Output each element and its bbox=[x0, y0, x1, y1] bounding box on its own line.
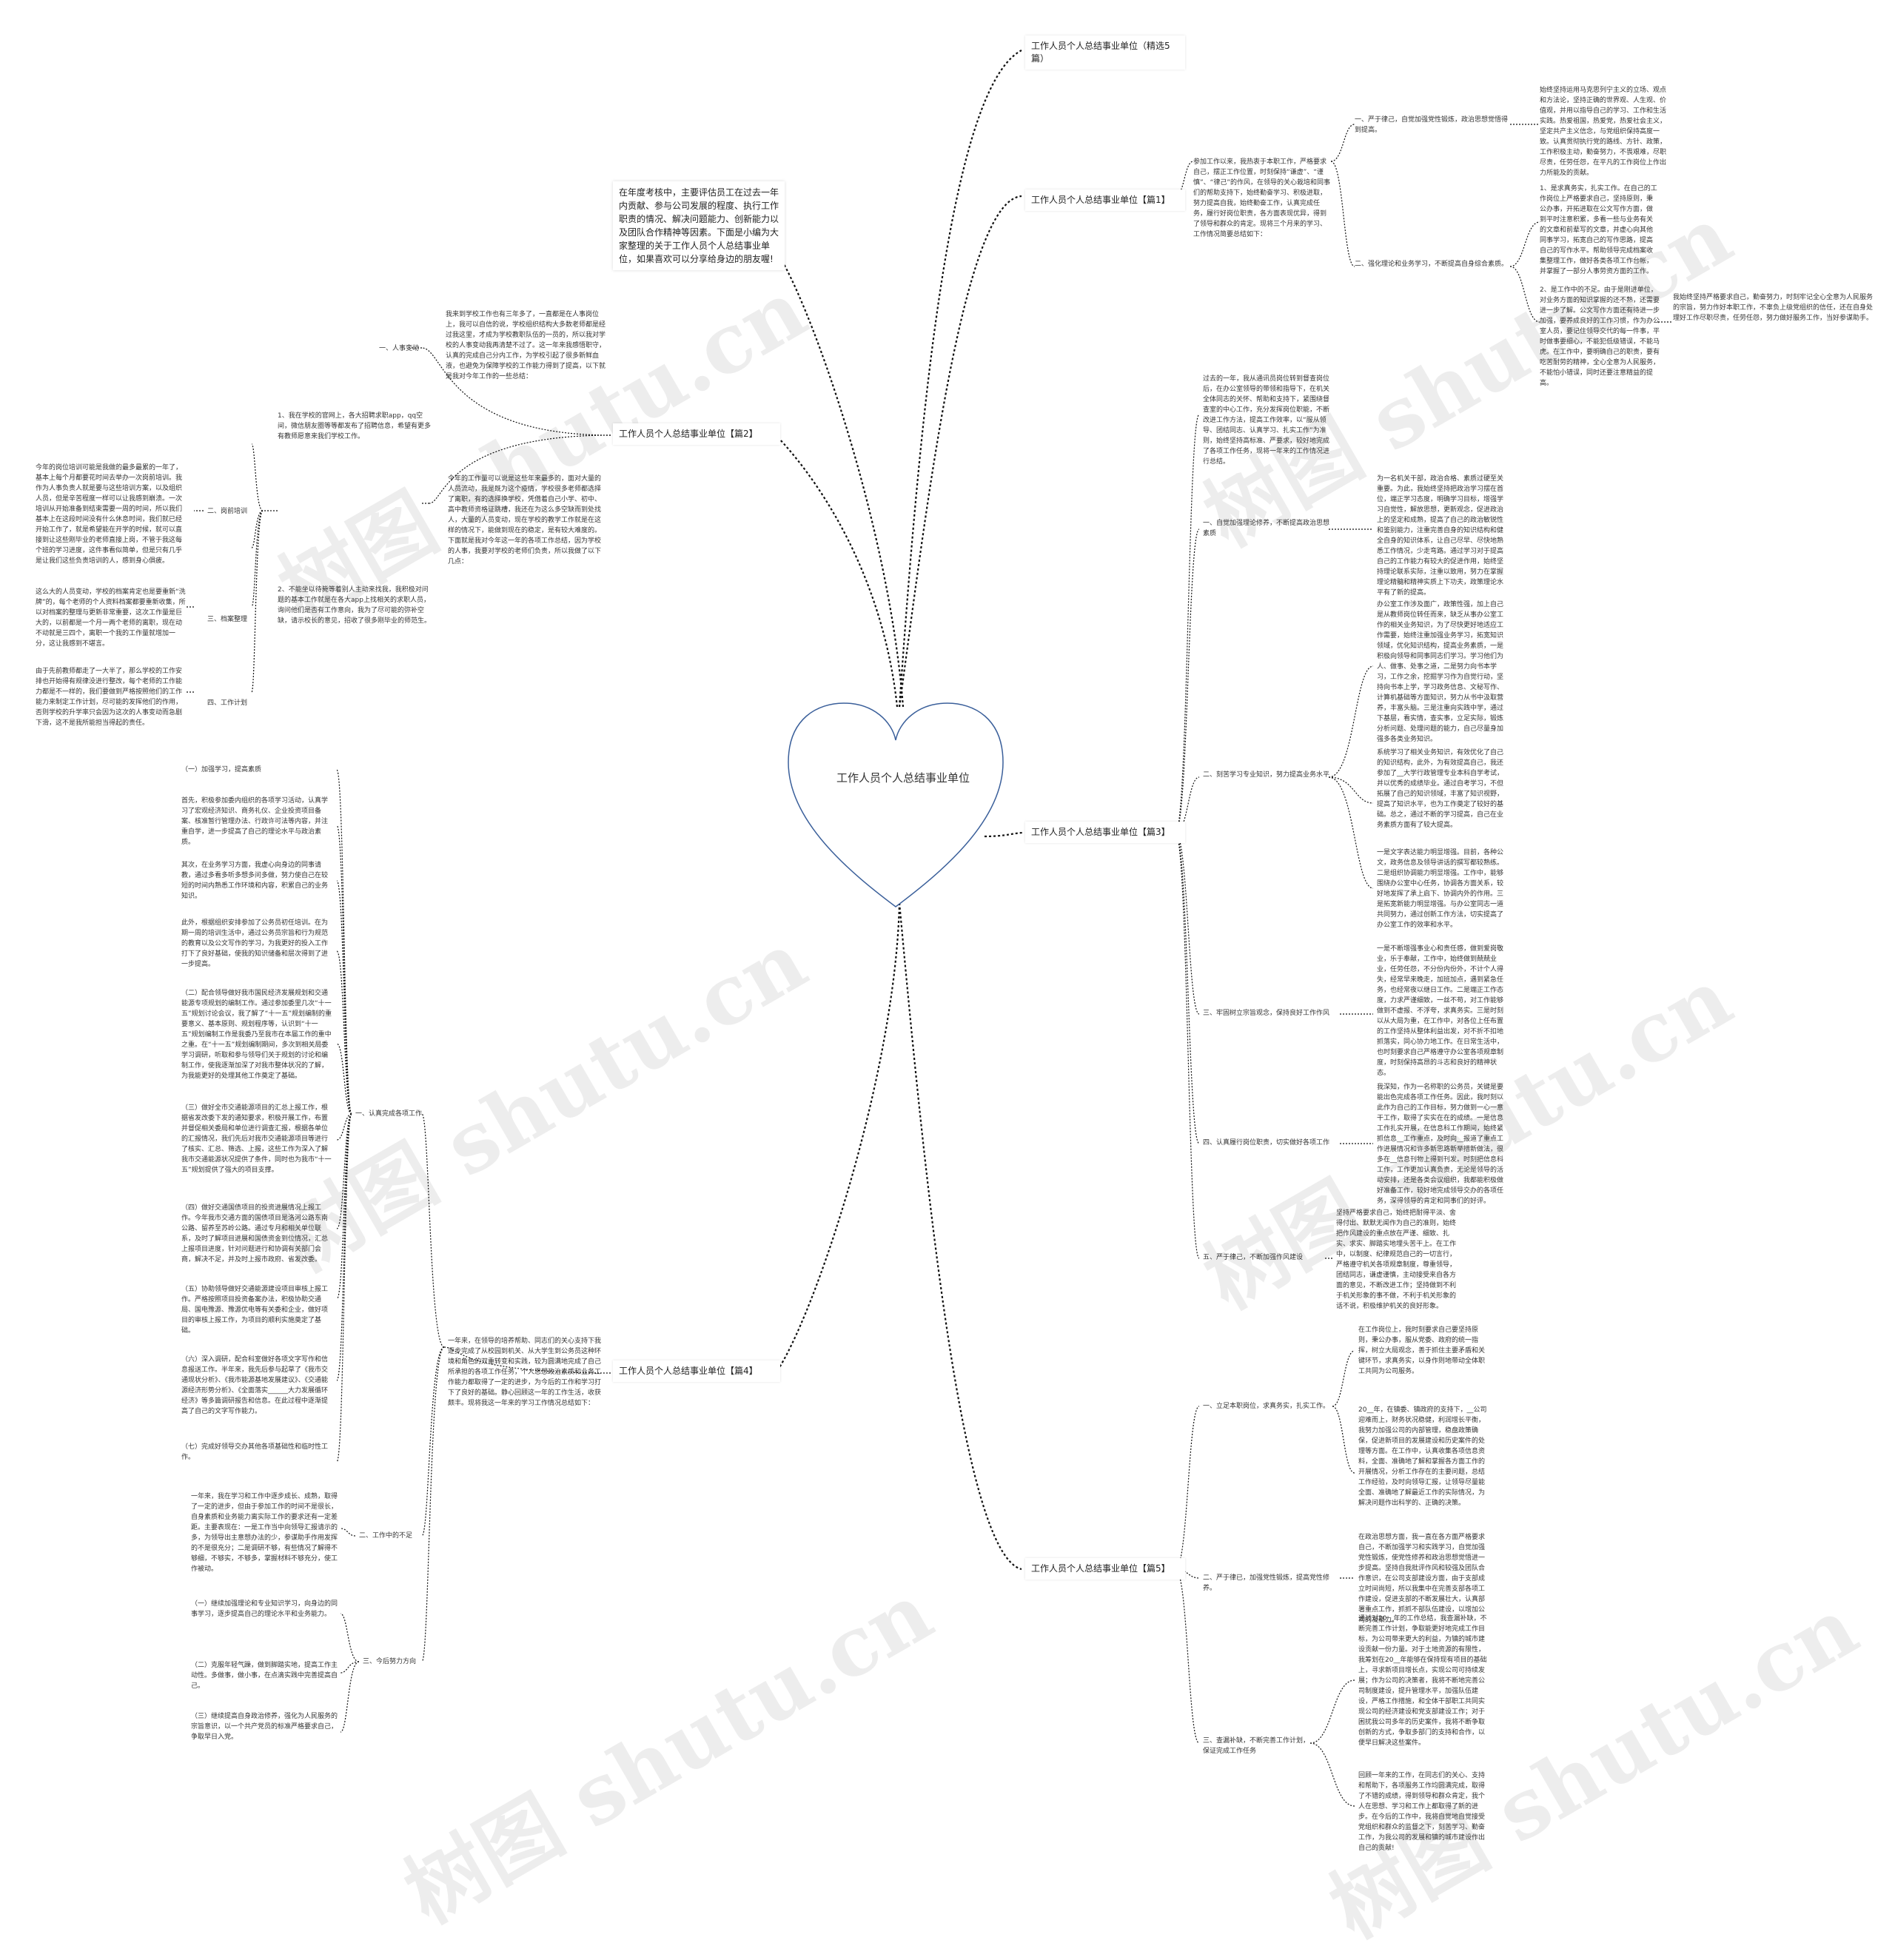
article-4-item-1-detail-2[interactable]: 其次，在业务学习方面，我虚心向身边的同事请教，通过多看多听多想多问多做，努力使自… bbox=[181, 862, 329, 900]
connector-lines bbox=[185, 50, 1673, 1807]
article-3-point-1-detail[interactable]: 为一名机关干部，政治合格、素质过硬至关重要。为此，我始终坚持把政治学习摆在首位，… bbox=[1377, 475, 1504, 597]
article-3-point-4-detail[interactable]: 我深知，作为一名称职的公务员，关键是要能出色完成各项工作任务。因此，我时刻以此作… bbox=[1377, 1084, 1504, 1205]
article-3-point-2[interactable]: 二、刻苦学习专业知识，努力提高业务水平 bbox=[1203, 771, 1330, 779]
article-2-point-4[interactable]: 四、工作计划 bbox=[207, 699, 248, 707]
article-1-point-1[interactable]: 一、严于律己，自觉加强党性锻炼，政治思想觉悟得到提高。 bbox=[1355, 116, 1509, 134]
article-4-item-3[interactable]: （三）做好全市交通能源项目的汇总上报工作，根据省发改委下发的通知要求，积极开展工… bbox=[181, 1104, 332, 1174]
intro-node[interactable]: 在年度考核中，主要评估员工在过去一年内贡献、参与公司发展的程度、执行工作职责的情… bbox=[613, 181, 785, 270]
article-3-point-4[interactable]: 四、认真履行岗位职责，切实做好各项工作 bbox=[1203, 1139, 1330, 1147]
branch-article-2[interactable]: 工作人员个人总结事业单位【篇2】 bbox=[613, 423, 780, 445]
article-3-point-3-detail[interactable]: 一是不断增强事业心和责任感，做到爱岗敬业，乐于奉献，工作中，始终做到兢兢业业，任… bbox=[1377, 945, 1504, 1077]
article-3-point-2-detail-2[interactable]: 系统学习了相关业务知识，有效优化了自己的知识结构，此外，为有效提高自己，我还参加… bbox=[1377, 749, 1504, 829]
article-4-item-1-detail-1[interactable]: 首先，积极参加委内组织的各项学习活动，认真学习了宏观经济知识、商务礼仪、企业投资… bbox=[181, 797, 329, 846]
article-4-point-2-detail[interactable]: 一年来，我在学习和工作中逐步成长、成熟，取得了一定的进步，但由于参加工作的时间不… bbox=[191, 1493, 338, 1573]
article-3-point-2-detail-1[interactable]: 办公室工作涉及面广，政策性强，加上自己是从教师岗位转任而来，缺乏从事办公室工作的… bbox=[1377, 601, 1504, 743]
article-5-point-2[interactable]: 二、严于律已，加强党性锻炼，提高党性修养。 bbox=[1203, 1574, 1330, 1592]
article-4-item-1-detail-3[interactable]: 此外，根据组织安排参加了公务员初任培训。在为期一周的培训生活中，通过公务员宗旨和… bbox=[181, 919, 329, 968]
article-4-point-3-detail-2[interactable]: （二）克服年轻气躁，做到脚踏实地，提高工作主动性。多做事，做小事，在点滴实践中完… bbox=[191, 1662, 338, 1690]
article-4-point-3-detail-1[interactable]: （一）继续加强理论和专业知识学习，向身边的同事学习，逐步提高自己的理论水平和业务… bbox=[191, 1600, 338, 1618]
central-topic[interactable]: 工作人员个人总结事业单位 bbox=[836, 771, 970, 785]
article-4-point-1[interactable]: 一、认真完成各项工作 bbox=[355, 1110, 423, 1118]
article-5-point-1-detail-2[interactable]: 20__年，在镇委、镇政府的支持下，__公司迎难而上，财务状况稳健，利润增长平衡… bbox=[1358, 1406, 1487, 1507]
article-5-point-1[interactable]: 一、立足本职岗位，求真务实，扎实工作。 bbox=[1203, 1403, 1330, 1410]
branch-overview[interactable]: 工作人员个人总结事业单位（精选5篇） bbox=[1025, 36, 1185, 70]
article-2-point-2-detail[interactable]: 今年的岗位培训可能是我做的最多最累的一年了，基本上每个月都要花时间去举办一次岗前… bbox=[36, 464, 183, 565]
branch-article-4[interactable]: 工作人员个人总结事业单位【篇4】 bbox=[613, 1360, 780, 1382]
article-1-point-2[interactable]: 二、强化理论和业务学习，不断提高自身综合素质。 bbox=[1355, 261, 1509, 268]
article-2-point-1[interactable]: 一、人事变动 bbox=[379, 345, 420, 352]
article-4-item-2[interactable]: （二）配合领导做好我市国民经济发展规划和交通能源专项规划的编制工作。通过参加委里… bbox=[181, 990, 332, 1080]
article-2-note-1[interactable]: 1、我在学校的官网上，各大招聘求职app，qq空间，微信朋友圈等等都发布了招聘信… bbox=[278, 412, 432, 440]
article-3-point-1[interactable]: 一、自觉加强理论修养，不断提高政治思想素质 bbox=[1203, 520, 1330, 537]
article-4-item-5[interactable]: （五）协助领导做好交通能源建设项目审核上报工作。严格按照项目投资备案办法，积极协… bbox=[181, 1286, 329, 1335]
article-1-point-2-detail-3[interactable]: 我始终坚持严格要求自己，勤奋努力，时刻牢记全心全意为人民服务的宗旨，努力作好本职… bbox=[1673, 294, 1874, 322]
branch-article-1[interactable]: 工作人员个人总结事业单位【篇1】 bbox=[1025, 189, 1185, 211]
article-2-point-1-detail[interactable]: 我来到学校工作也有三年多了，一直都是在人事岗位上，我可以自信的说，学校组织结构大… bbox=[446, 311, 606, 380]
article-4-point-3-detail-3[interactable]: （三）继续提高自身政治修养，强化为人民服务的宗旨意识，以一个共产党员的标准严格要… bbox=[191, 1713, 338, 1741]
article-1-summary[interactable]: 参加工作以来，我热衷于本职工作，严格要求自己，摆正工作位置，时刻保持“谦虚”、“… bbox=[1193, 158, 1330, 238]
article-1-point-2-detail-2[interactable]: 2、是工作中的不足。由于是刚进单位，对业务方面的知识掌握的还不熟，还需要进一步了… bbox=[1540, 286, 1660, 387]
article-4-point-3[interactable]: 三、今后努力方向 bbox=[363, 1658, 417, 1665]
article-4-summary[interactable]: 一年来，在领导的培养帮助、同志们的关心支持下我逐步完成了从校园到机关、从大学生到… bbox=[448, 1338, 602, 1407]
article-3-point-3[interactable]: 三、牢固树立宗旨观念，保持良好工作作风 bbox=[1203, 1010, 1330, 1017]
article-3-point-5-detail[interactable]: 坚持严格要求自己，始终把耐得平淡、舍得付出、默默无闻作为自己的准则，始终把作风建… bbox=[1336, 1209, 1457, 1310]
article-2-point-3[interactable]: 三、档案整理 bbox=[207, 616, 248, 623]
article-3-point-5[interactable]: 五、严于律己，不断加强作风建设 bbox=[1203, 1254, 1304, 1261]
branch-article-5[interactable]: 工作人员个人总结事业单位【篇5】 bbox=[1025, 1558, 1185, 1580]
article-4-point-2[interactable]: 二、工作中的不足 bbox=[359, 1532, 413, 1540]
article-5-point-3-detail-2[interactable]: 回顾一年来的工作，在同志们的关心、支持和帮助下，各项服务工作均圆满完成，取得了不… bbox=[1358, 1772, 1486, 1852]
article-2-point-2[interactable]: 二、岗前培训 bbox=[207, 508, 248, 515]
article-3-summary[interactable]: 过去的一年，我从通讯员岗位转到督查岗位后，在办公室领导的带领和指导下，在机关全体… bbox=[1203, 375, 1330, 466]
article-5-point-1-detail-1[interactable]: 在工作岗位上，我时刻要求自己要坚持原则，秉公办事，服从党委、政府的统一指挥，树立… bbox=[1358, 1326, 1486, 1375]
article-2-summary[interactable]: 今年的工作量可以说是这些年来最多的，面对大量的人员流动，我是既为这个疫情，学校很… bbox=[448, 475, 602, 565]
article-4-item-6[interactable]: （六）深入调研，配合科室做好各项文字写作和信息报送工作。半年来，我先后参与起草了… bbox=[181, 1356, 329, 1415]
branch-article-3[interactable]: 工作人员个人总结事业单位【篇3】 bbox=[1025, 822, 1185, 843]
article-3-point-2-detail-3[interactable]: 一是文字表达能力明显增强。目前，各种公文，政务信息及领导讲话的撰写都较熟练。二是… bbox=[1377, 849, 1504, 929]
article-5-point-2-detail[interactable]: 在政治思想方面，我一直在各方面严格要求自己，不断加强学习和实践学习，自觉加强党性… bbox=[1358, 1534, 1486, 1624]
article-5-point-3-detail-1[interactable]: 通过对20__年的工作总结，我查漏补缺，不断完善工作计划，争取能更好地完成工作目… bbox=[1358, 1615, 1487, 1747]
article-4-item-1[interactable]: （一）加强学习，提高素质 bbox=[181, 766, 262, 773]
article-2-note-2[interactable]: 2、不能坐以待毙等着别人主动来找我，我积极对问题的基本工作就是在各大app上找相… bbox=[278, 586, 432, 625]
heart-shape bbox=[788, 702, 1004, 907]
article-4-item-4[interactable]: （四）做好交通国债项目的投资进展情况上报工作。今年我市交通方面的国债项目是洛河公… bbox=[181, 1204, 329, 1263]
article-1-point-2-detail-1[interactable]: 1、是求真务实，扎实工作。在自己的工作岗位上严格要求自己，坚持原则，秉公办事，开… bbox=[1540, 185, 1657, 275]
article-2-point-3-detail[interactable]: 这么大的人员变动，学校的档案肯定也是要重新“洗牌”的，每个老师的个人资料档案都要… bbox=[36, 588, 186, 648]
article-4-item-7[interactable]: （七）完成好领导交办其他各项基础性和临时性工作。 bbox=[181, 1443, 329, 1461]
article-2-point-4-detail[interactable]: 由于先前教师都走了一大半了，那么学校的工作安排也开始得有规律没进行整改，每个老师… bbox=[36, 668, 183, 727]
article-5-point-3[interactable]: 三、查漏补缺，不断完善工作计划，保证完成工作任务 bbox=[1203, 1737, 1310, 1755]
article-1-point-1-detail[interactable]: 始终坚持运用马克思列宁主义的立场、观点和方法论，坚持正确的世界观、人生观、价值观… bbox=[1540, 87, 1667, 177]
